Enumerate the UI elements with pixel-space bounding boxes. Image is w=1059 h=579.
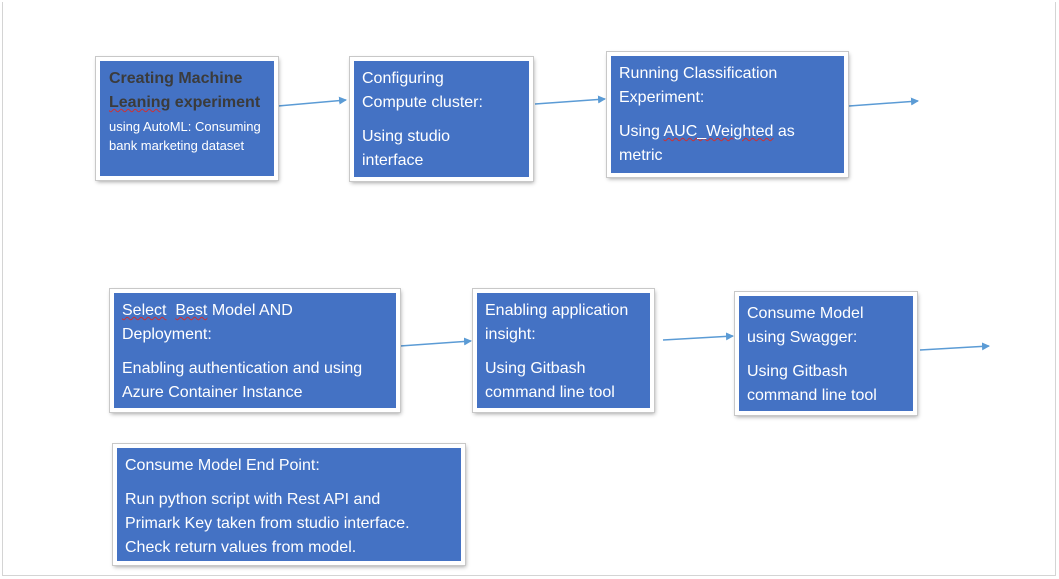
node-4-line2: Deployment:	[122, 326, 212, 343]
node-6-sub-line1: Using Gitbash	[747, 363, 848, 380]
node-4-word-select: Select	[122, 302, 167, 319]
node-4-word-best: Best	[175, 302, 208, 319]
node-running-classification: Running Classification Experiment: Using…	[606, 51, 849, 178]
arrow-4-to-5	[399, 337, 472, 347]
node-3-sub-line1: Using AUC_Weighted as	[619, 120, 836, 144]
node-1-detail-line2: bank marketing dataset	[109, 138, 245, 153]
node-5-line1: Enabling application	[485, 302, 629, 319]
node-1-title-rest: experiment	[170, 94, 261, 111]
node-1-detail-line1: using AutoML: Consuming	[109, 119, 261, 134]
node-7-line1: Consume Model End Point:	[125, 457, 320, 474]
node-3-sub-line2: metric	[619, 147, 663, 164]
node-3-line2: Experiment:	[619, 89, 705, 106]
node-5-line2: insight:	[485, 326, 536, 343]
node-4-sub-line1: Enabling authentication and using	[122, 360, 363, 377]
node-1-title-line2: Leaning experiment	[109, 91, 265, 115]
node-7-sub-line3: Check return values from model.	[125, 539, 357, 556]
node-2-sub-line1: Using studio	[362, 128, 451, 145]
node-1-title-word: Leaning	[109, 94, 171, 111]
node-6-sub-line2: command line tool	[747, 387, 877, 404]
node-2-line2: Compute cluster:	[362, 94, 483, 111]
arrow-1-to-2	[277, 96, 347, 107]
node-consume-endpoint: Consume Model End Point: Run python scri…	[112, 443, 466, 566]
node-2-line1: Configuring	[362, 70, 444, 87]
node-select-best-model: Select Best Model AND Deployment: Enabli…	[109, 288, 401, 413]
node-3-line1: Running Classification	[619, 65, 778, 82]
node-2-sub-line2: interface	[362, 152, 424, 169]
node-5-sub-line2: command line tool	[485, 384, 615, 401]
node-configuring-compute: Configuring Compute cluster: Using studi…	[349, 56, 534, 182]
node-5-sub-line1: Using Gitbash	[485, 360, 586, 377]
node-7-sub-line1: Run python script with Rest API and	[125, 491, 381, 508]
arrow-3-out	[848, 97, 919, 107]
node-4-line1-rest: Model AND	[207, 302, 293, 319]
arrow-6-out	[919, 342, 990, 351]
node-3-sub-prefix: Using	[619, 123, 664, 140]
node-consume-swagger: Consume Model using Swagger: Using Gitba…	[734, 291, 918, 416]
arrow-5-to-6	[662, 332, 734, 341]
node-3-sub-word: AUC_Weighted	[663, 123, 774, 140]
node-creating-experiment: Creating Machine Leaning experiment usin…	[95, 56, 279, 181]
node-4-sub-line2: Azure Container Instance	[122, 384, 303, 401]
node-3-sub-suffix: as	[773, 123, 795, 140]
node-4-line1: Select Best Model AND	[122, 299, 388, 323]
node-6-line2: using Swagger:	[747, 329, 858, 346]
node-enabling-insight: Enabling application insight: Using Gitb…	[472, 288, 655, 413]
arrow-2-to-3	[534, 95, 606, 105]
node-6-line1: Consume Model	[747, 305, 864, 322]
node-1-title-line1: Creating Machine	[109, 70, 243, 87]
node-7-sub-line2: Primark Key taken from studio interface.	[125, 515, 410, 532]
